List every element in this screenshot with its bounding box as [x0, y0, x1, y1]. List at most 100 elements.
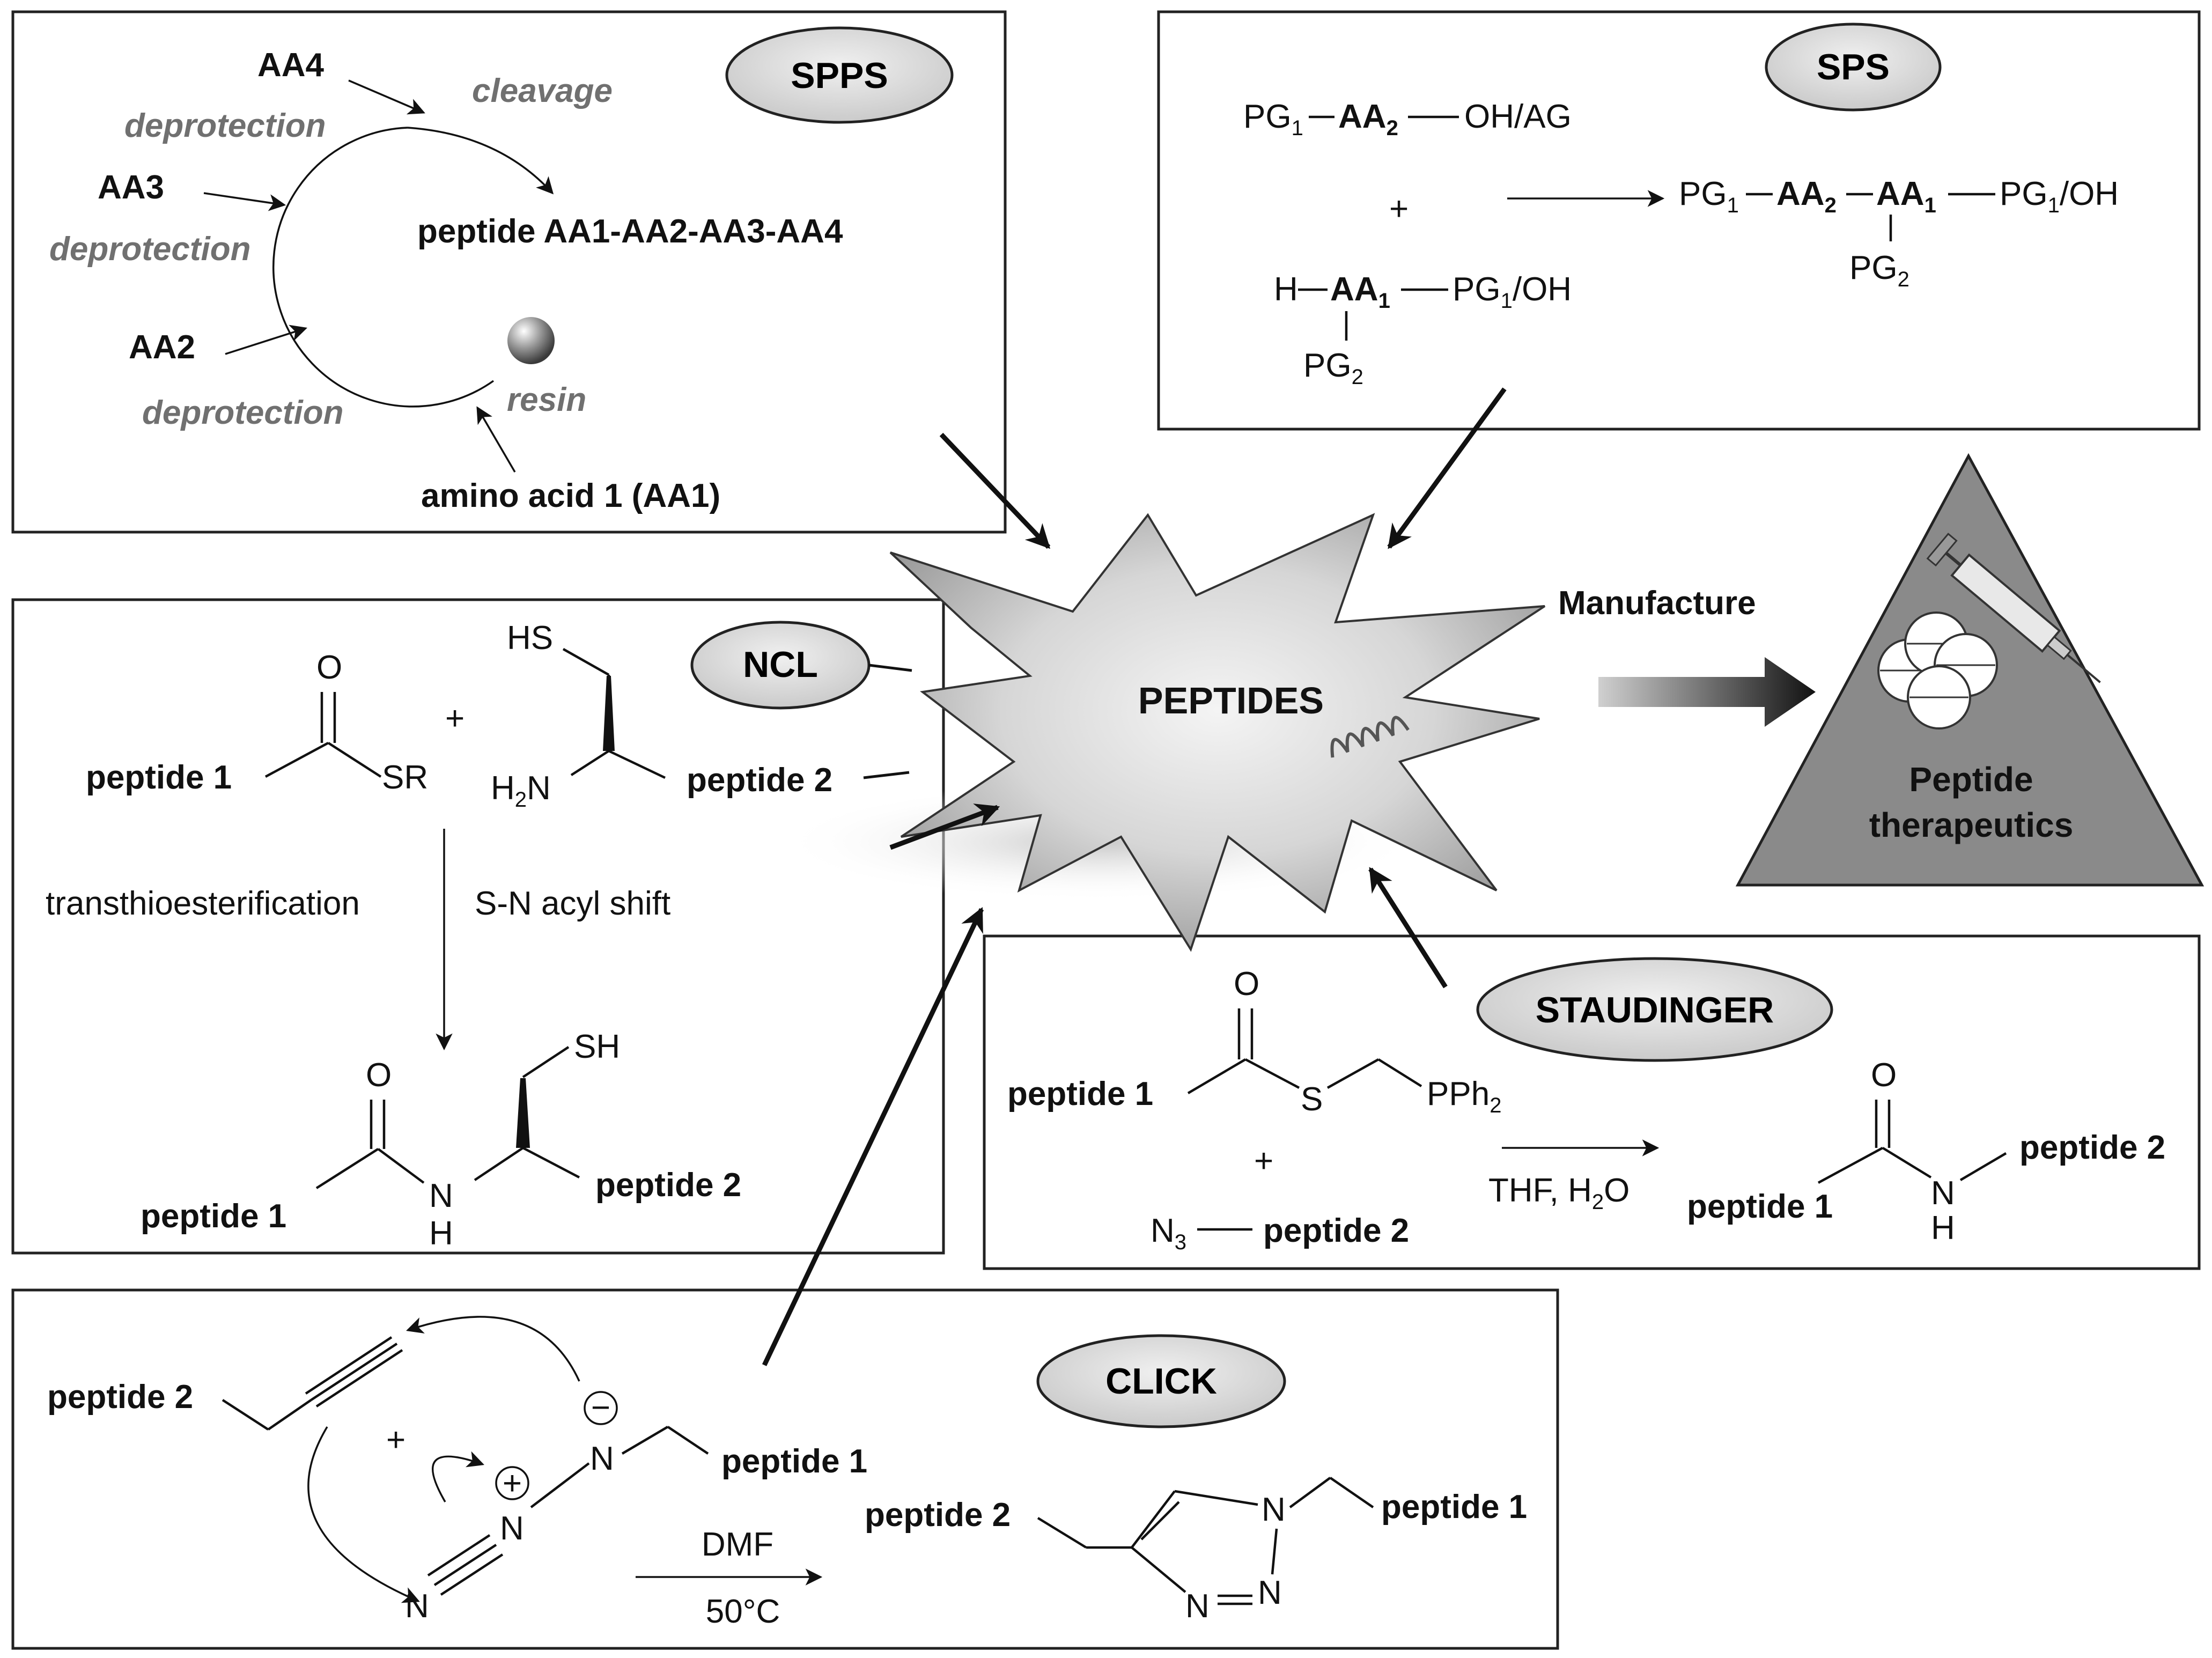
- ncl-product: SH peptide 2 N H O peptide 1: [141, 1028, 741, 1252]
- sps-plus: +: [1389, 190, 1409, 227]
- svg-text:N: N: [1931, 1175, 1955, 1212]
- aa2-arrow: [225, 325, 308, 355]
- svg-text:PG1/OH: PG1/OH: [2000, 175, 2119, 217]
- cleavage-arrow: [407, 127, 554, 195]
- svg-text:PG2: PG2: [1849, 249, 1909, 291]
- svg-text:peptide 2: peptide 2: [2019, 1129, 2165, 1166]
- svg-text:S: S: [1301, 1081, 1323, 1118]
- click-azide: − N peptide 1 + N N: [405, 1389, 867, 1625]
- click-solvent: DMF: [702, 1526, 773, 1563]
- aa4-label: AA4: [257, 47, 325, 84]
- staudinger-to-peptides-arrow: [1368, 867, 1448, 989]
- svg-text:AA2: AA2: [1338, 98, 1398, 140]
- svg-text:peptide 2: peptide 2: [687, 762, 832, 799]
- svg-text:O: O: [1234, 966, 1259, 1003]
- staudinger-panel: STAUDINGER peptide 1 O S PPh2 + N3 pepti…: [983, 934, 2201, 1270]
- staudinger-product: peptide 1 O N H peptide 2: [1687, 1057, 2165, 1247]
- flow-arrows: [762, 387, 1507, 1366]
- svg-text:THF, H2O: THF, H2O: [1488, 1172, 1629, 1214]
- click-electron-arrow-1: [406, 1316, 580, 1382]
- svg-text:O: O: [316, 649, 342, 686]
- therapeutics-label-1: Peptide: [1909, 760, 2033, 799]
- sps-reactant-2: H AA1 PG1/OH PG2: [1274, 271, 1572, 389]
- ncl-peptide2-connector: [863, 771, 910, 779]
- svg-text:N: N: [429, 1177, 453, 1214]
- svg-text:peptide 1: peptide 1: [1381, 1488, 1527, 1526]
- manufacture-arrow: [1598, 657, 1816, 727]
- click-to-peptides-arrow: [762, 907, 984, 1366]
- svg-text:H2N: H2N: [491, 770, 551, 812]
- svg-text:peptide 1: peptide 1: [141, 1198, 286, 1235]
- svg-text:PPh2: PPh2: [1427, 1075, 1501, 1117]
- svg-text:PG1: PG1: [1243, 98, 1303, 140]
- ncl-step-transthioesterification: transthioesterification: [46, 885, 360, 922]
- aa2-label: AA2: [129, 329, 195, 366]
- sps-product: PG1 AA2 AA1 PG1/OH PG2: [1679, 175, 2119, 291]
- click-plus: +: [386, 1421, 405, 1458]
- ncl-plus: +: [445, 700, 464, 737]
- svg-text:O: O: [366, 1057, 392, 1094]
- svg-text:SH: SH: [574, 1028, 620, 1065]
- sps-badge-label: SPS: [1817, 47, 1890, 87]
- deprotection-label-1: deprotection: [124, 107, 326, 144]
- svg-text:peptide 2: peptide 2: [865, 1497, 1011, 1534]
- svg-text:N: N: [1258, 1574, 1282, 1611]
- staudinger-badge-label: STAUDINGER: [1536, 990, 1774, 1030]
- svg-text:N3: N3: [1151, 1212, 1186, 1254]
- aa4-arrow: [348, 79, 425, 115]
- ncl-to-peptides-arrow: [889, 804, 1000, 850]
- manufacture-label: Manufacture: [1558, 585, 1756, 622]
- svg-text:HS: HS: [507, 620, 553, 657]
- svg-text:N: N: [405, 1588, 429, 1625]
- spps-to-peptides-arrow: [939, 432, 1051, 549]
- ncl-thioester: peptide 1 O SR: [86, 649, 428, 796]
- svg-text:O: O: [1871, 1057, 1897, 1094]
- click-electron-arrow-2: [307, 1426, 420, 1603]
- spps-product-label: peptide AA1-AA2-AA3-AA4: [417, 213, 843, 250]
- staudinger-badge: [1476, 957, 1833, 1062]
- peptides-title: PEPTIDES: [1138, 680, 1324, 721]
- ncl-badge-label: NCL: [743, 644, 818, 685]
- svg-text:H: H: [429, 1215, 453, 1252]
- click-badge-label: CLICK: [1105, 1361, 1217, 1402]
- svg-text:PG1: PG1: [1679, 175, 1739, 217]
- svg-text:peptide 2: peptide 2: [595, 1167, 741, 1204]
- click-triazole-product: peptide 2 N N N peptide 1: [865, 1477, 1527, 1625]
- click-alkyne: peptide 2: [47, 1336, 403, 1431]
- click-panel: CLICK peptide 2 + − N peptide 1 + N: [11, 1288, 1559, 1650]
- ncl-step-acyl-shift: S-N acyl shift: [475, 885, 670, 922]
- spps-badge-label: SPPS: [791, 55, 888, 96]
- svg-text:AA1: AA1: [1876, 175, 1936, 217]
- aa3-arrow: [203, 192, 286, 211]
- pills-icon: [1877, 611, 1998, 729]
- staudinger-conditions: THF, H: [1488, 1172, 1592, 1209]
- svg-text:AA1: AA1: [1330, 271, 1390, 313]
- resin-bead: [507, 317, 555, 364]
- svg-text:OH/AG: OH/AG: [1464, 98, 1572, 135]
- staudinger-plus: +: [1254, 1143, 1273, 1180]
- peptide-chain-icon: [1330, 716, 1410, 758]
- ncl-badge-connector: [868, 664, 912, 672]
- therapeutics-label-2: therapeutics: [1869, 806, 2074, 844]
- svg-text:N: N: [590, 1440, 614, 1477]
- aa3-label: AA3: [98, 169, 164, 206]
- svg-text:H: H: [1274, 271, 1298, 308]
- cleavage-label: cleavage: [472, 72, 613, 109]
- deprotection-label-2: deprotection: [49, 231, 250, 268]
- manufacture-section: Manufacture: [1558, 585, 1816, 727]
- ncl-cysteine-peptide: HS H2N peptide 2: [491, 620, 832, 812]
- spps-badge: [725, 26, 954, 124]
- svg-text:PG1/OH: PG1/OH: [1452, 271, 1572, 313]
- sps-reactant-1: PG1 AA2 OH/AG: [1243, 98, 1572, 140]
- svg-text:SR: SR: [382, 759, 428, 796]
- svg-text:−: −: [591, 1389, 610, 1426]
- click-badge: [1036, 1334, 1286, 1428]
- svg-text:peptide 2: peptide 2: [1263, 1212, 1409, 1249]
- aa1-arrow: [476, 406, 516, 473]
- sps-badge: [1765, 23, 1942, 112]
- peptides-starburst: PEPTIDES: [778, 513, 1546, 952]
- svg-text:H: H: [1931, 1210, 1955, 1247]
- svg-text:PG2: PG2: [1303, 347, 1363, 389]
- syringe-icon: [1926, 533, 2101, 683]
- therapeutics-triangle: Peptide therapeutics: [1735, 453, 2204, 887]
